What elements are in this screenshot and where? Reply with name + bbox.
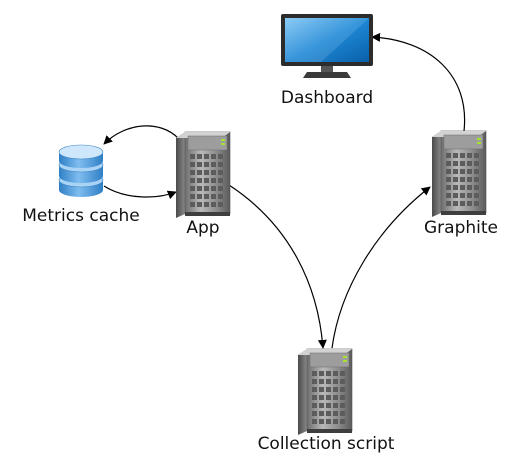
- node-app: App: [175, 131, 231, 238]
- node-label-app: App: [186, 218, 219, 238]
- server-icon: [431, 130, 487, 218]
- node-collection-script: Collection script: [258, 348, 395, 454]
- node-label-graphite: Graphite: [424, 218, 498, 238]
- node-label-metrics-cache: Metrics cache: [22, 206, 139, 226]
- monitor-icon: [281, 14, 373, 78]
- node-label-dashboard: Dashboard: [281, 88, 373, 108]
- node-metrics-cache: Metrics cache: [22, 144, 140, 226]
- server-icon: [175, 131, 231, 219]
- node-label-collection-script: Collection script: [258, 434, 395, 454]
- edge-metrics-cache-to-app: [103, 185, 177, 200]
- edge-collection-script-to-graphite: [331, 186, 431, 349]
- edge-app-to-metrics-cache: [103, 125, 179, 145]
- node-dashboard: Dashboard: [281, 14, 373, 108]
- edge-app-to-collection-script: [228, 184, 327, 349]
- node-graphite: Graphite: [424, 130, 498, 238]
- edges: [103, 32, 466, 349]
- edge-graphite-to-dashboard: [371, 32, 466, 132]
- server-icon: [297, 348, 353, 436]
- database-icon: [58, 144, 104, 197]
